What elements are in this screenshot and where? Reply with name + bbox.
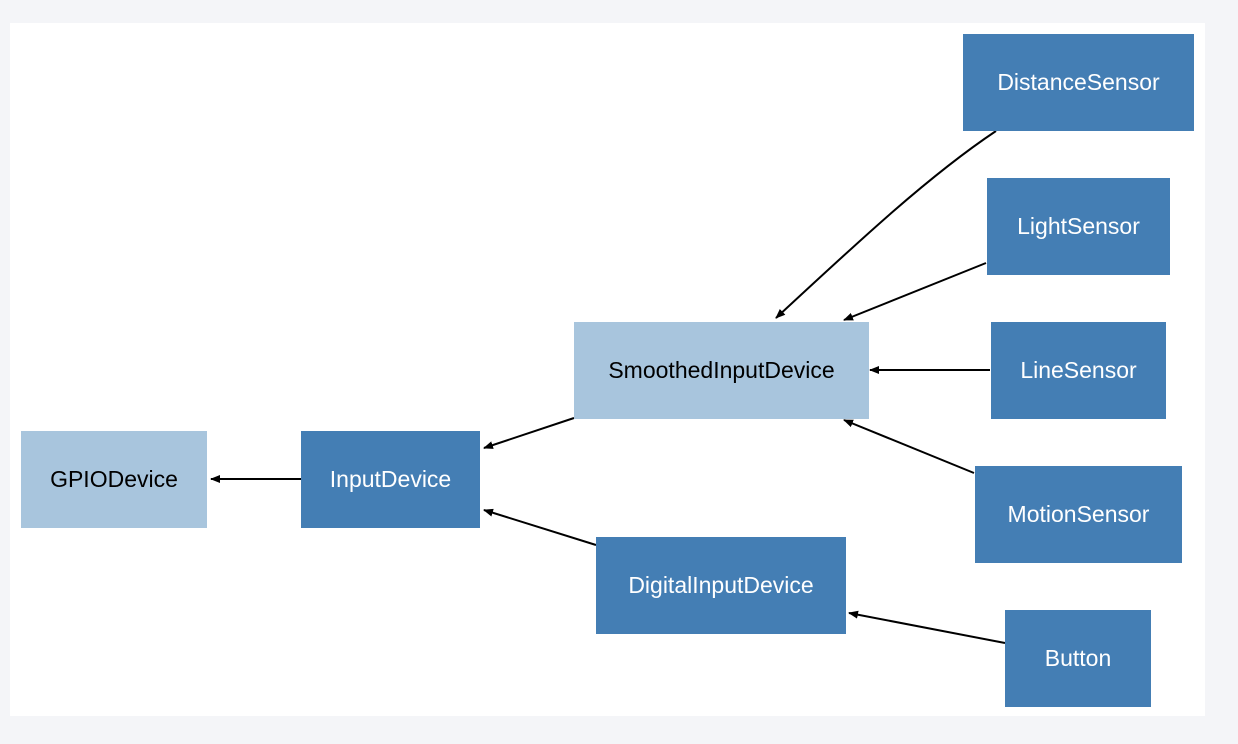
node-digitalinputdevice: DigitalInputDevice [596, 537, 846, 634]
node-motionsensor: MotionSensor [975, 466, 1182, 563]
node-inputdevice: InputDevice [301, 431, 480, 528]
edge-smoothedinputdevice-to-inputdevice [483, 417, 575, 449]
node-distancesensor: DistanceSensor [963, 34, 1194, 131]
node-gpiodevice: GPIODevice [21, 431, 207, 528]
node-lightsensor: LightSensor [987, 178, 1170, 275]
edge-button-to-digitalinputdevice [848, 610, 1006, 644]
edge-lightsensor-to-smoothedinputdevice [843, 262, 987, 321]
edge-digitalinputdevice-to-inputdevice [483, 508, 597, 546]
node-linesensor: LineSensor [991, 322, 1166, 419]
edge-distancesensor-to-smoothedinputdevice [775, 130, 997, 319]
edge-motionsensor-to-smoothedinputdevice [843, 419, 975, 474]
node-smoothedinputdevice: SmoothedInputDevice [574, 322, 869, 419]
node-button: Button [1005, 610, 1151, 707]
